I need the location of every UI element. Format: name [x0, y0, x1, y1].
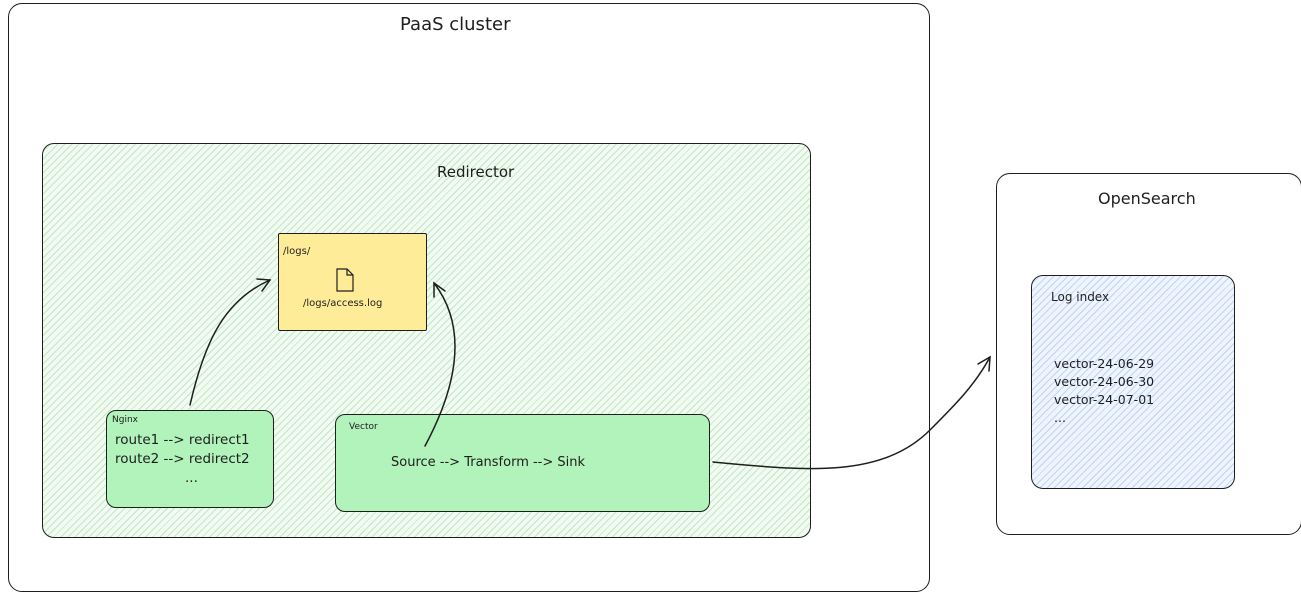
- access-log-filename: /logs/access.log: [303, 298, 383, 309]
- nginx-route-more: ...: [185, 470, 198, 486]
- logs-folder: /logs/ /logs/access.log: [278, 233, 427, 331]
- nginx-to-logs-arrowhead: [256, 278, 272, 292]
- log-index-entry: vector-24-07-01: [1054, 392, 1155, 407]
- vector-to-logs-arrow: [424, 282, 456, 447]
- vector-to-opensearch-arrow: [712, 356, 991, 470]
- vector-box: Vector Source --> Transform --> Sink: [335, 414, 710, 512]
- vector-pipeline: Source --> Transform --> Sink: [391, 455, 586, 470]
- log-index-entry-more: ...: [1054, 410, 1066, 425]
- file-icon: [336, 268, 354, 292]
- nginx-route-2: route2 --> redirect2: [115, 451, 250, 467]
- nginx-to-logs-arrow: [189, 279, 271, 406]
- opensearch-frame: [996, 173, 1301, 535]
- opensearch-title: OpenSearch: [1098, 189, 1196, 208]
- log-index-entry: vector-24-06-29: [1054, 356, 1155, 371]
- paas-cluster-frame: [8, 3, 930, 592]
- vector-to-opensearch-arrowhead: [977, 355, 991, 372]
- redirector-title: Redirector: [437, 163, 515, 181]
- nginx-box: Nginx route1 --> redirect1 route2 --> re…: [106, 410, 274, 508]
- logs-folder-title: /logs/: [283, 246, 311, 257]
- nginx-route-1: route1 --> redirect1: [115, 432, 250, 448]
- paas-cluster-title: PaaS cluster: [400, 14, 511, 35]
- nginx-title: Nginx: [112, 415, 138, 425]
- vector-title: Vector: [349, 422, 378, 432]
- log-index-box: Log index vector-24-06-29 vector-24-06-3…: [1031, 275, 1235, 489]
- vector-to-logs-arrowhead: [433, 281, 446, 298]
- log-index-title: Log index: [1051, 290, 1110, 304]
- log-index-entry: vector-24-06-30: [1054, 374, 1155, 389]
